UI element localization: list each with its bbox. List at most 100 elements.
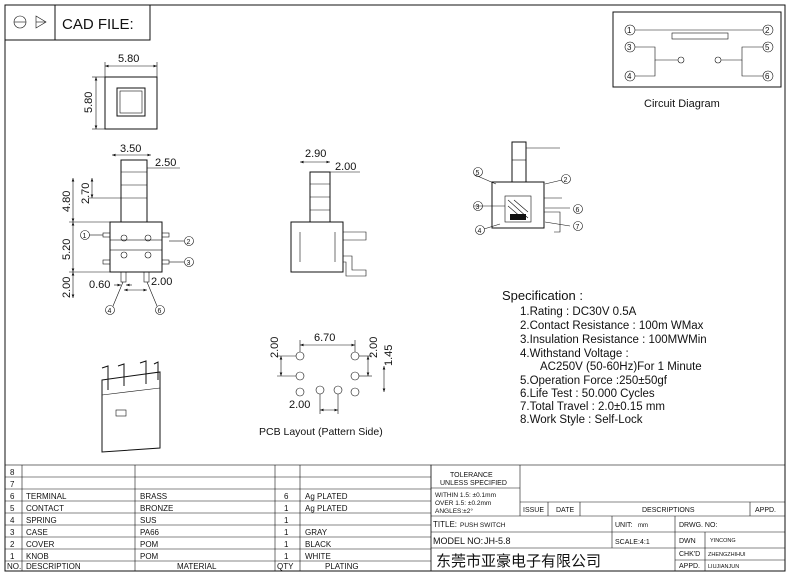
svg-text:POM: POM	[140, 540, 159, 549]
tolerance-line-3: ANGLES:±2°	[435, 507, 473, 515]
dim-pcb-200-left: 2.00	[269, 337, 281, 358]
bom-header-row: NO. DESCRIPTION MATERIAL QTY PLATING	[7, 562, 359, 571]
front-pin-3	[184, 257, 194, 267]
bom-row-2: 2 COVER POM 1 BLACK	[10, 540, 332, 549]
circuit-diagram-title: Circuit Diagram	[644, 98, 720, 110]
svg-text:3: 3	[10, 528, 15, 537]
top-view: 5.80 5.80	[83, 53, 158, 130]
spec-line-9: 8.Work Style : Self-Lock	[520, 414, 643, 426]
svg-text:1: 1	[284, 528, 289, 537]
front-pin-2	[184, 236, 194, 246]
issue-label: ISSUE	[523, 507, 544, 514]
svg-text:BLACK: BLACK	[305, 540, 332, 549]
title-value: PUSH SWITCH	[460, 522, 506, 529]
model-label: MODEL NO:	[433, 536, 483, 546]
svg-text:Ag PLATED: Ag PLATED	[305, 492, 348, 501]
svg-text:2: 2	[10, 540, 15, 549]
bom-table: 8 7 6 TERMINAL BRASS 6 Ag PLATED 5 CONTA…	[4, 464, 432, 572]
title-label: TITLE:	[433, 520, 457, 529]
front-pin-6	[155, 305, 165, 315]
svg-text:PA66: PA66	[140, 528, 160, 537]
specification: Specification : 1.Rating : DC30V 0.5A 2.…	[502, 288, 707, 426]
svg-text:3: 3	[187, 260, 191, 267]
dwn-value: YINCONG	[710, 538, 736, 544]
svg-text:DESCRIPTION: DESCRIPTION	[26, 562, 81, 571]
svg-text:BRASS: BRASS	[140, 492, 167, 501]
section-view: 5 2 3 6 4 7	[473, 141, 583, 235]
appd-header-label: APPD.	[755, 507, 776, 514]
spec-line-5: AC250V (50-60Hz)For 1 Minute	[540, 361, 702, 373]
section-callout-3	[473, 201, 483, 211]
svg-text:7: 7	[576, 224, 580, 231]
svg-text:2: 2	[765, 26, 770, 35]
svg-text:MATERIAL: MATERIAL	[177, 562, 217, 571]
svg-text:1: 1	[627, 26, 632, 35]
spec-line-1: 1.Rating : DC30V 0.5A	[520, 306, 637, 318]
tolerance-title: TOLERANCE	[450, 472, 493, 479]
dim-top-height: 5.80	[83, 92, 95, 113]
section-callout-6	[573, 204, 583, 214]
front-pin-4	[105, 305, 115, 315]
dim-pcb-145: 1.45	[383, 345, 395, 366]
svg-text:5: 5	[10, 504, 15, 513]
dim-front-270: 2.70	[80, 183, 92, 204]
svg-text:6: 6	[284, 492, 289, 501]
drwg-no-label: DRWG. NO:	[679, 522, 717, 529]
pcb-layout: 6.70 2.00 2.00 1.45 2.00 PCB Layout (Pat…	[259, 332, 395, 438]
side-view: 2.90 2.00	[290, 148, 367, 277]
svg-text:1: 1	[284, 516, 289, 525]
svg-text:3: 3	[476, 204, 480, 211]
cad-file-label: CAD FILE:	[62, 16, 134, 33]
section-callout-2	[561, 174, 571, 184]
front-view: 3.50 2.50 4.80 2.70 5.20 2.00 0.60 2.00 …	[61, 143, 194, 315]
svg-text:SUS: SUS	[140, 516, 156, 525]
svg-text:4: 4	[108, 308, 112, 315]
svg-text:PLATING: PLATING	[325, 562, 359, 571]
unit-value: mm	[638, 523, 648, 529]
tolerance-line-1: WITHIN 1.5: ±0.1mm	[435, 492, 496, 499]
chkd-label: CHK'D	[679, 551, 700, 558]
svg-text:NO.: NO.	[7, 562, 21, 571]
svg-text:8: 8	[10, 468, 15, 477]
svg-text:1: 1	[284, 552, 289, 561]
svg-text:4: 4	[478, 228, 482, 235]
dim-front-200-bottom: 2.00	[151, 276, 172, 288]
model-value: JH-5.8	[484, 536, 511, 546]
dim-side-200: 2.00	[335, 161, 356, 173]
circuit-diagram: 1 2 3 5 4 6 Circuit Diagram	[612, 11, 782, 110]
svg-text:SPRING: SPRING	[26, 516, 57, 525]
svg-text:6: 6	[576, 207, 580, 214]
date-label: DATE	[556, 507, 574, 514]
bom-row-5: 5 CONTACT BRONZE 1 Ag PLATED	[10, 504, 348, 513]
dwn-label: DWN	[679, 538, 696, 545]
cad-file-header: CAD FILE:	[4, 4, 151, 41]
svg-text:1: 1	[83, 233, 87, 240]
svg-text:4: 4	[627, 72, 632, 81]
svg-text:6: 6	[158, 308, 162, 315]
svg-text:COVER: COVER	[26, 540, 55, 549]
scale-value: 4:1	[640, 539, 650, 546]
svg-text:GRAY: GRAY	[305, 528, 328, 537]
svg-text:4: 4	[10, 516, 15, 525]
svg-text:2: 2	[187, 239, 191, 246]
dim-pcb-200-right: 2.00	[368, 337, 380, 358]
svg-text:5: 5	[476, 170, 480, 177]
dim-front-200-left: 2.00	[61, 277, 73, 298]
svg-text:3: 3	[627, 43, 632, 52]
sheet-border	[4, 4, 786, 572]
dim-pcb-670: 6.70	[314, 332, 335, 344]
svg-text:CASE: CASE	[26, 528, 48, 537]
svg-text:BRONZE: BRONZE	[140, 504, 173, 513]
tolerance-line-2: OVER 1.5: ±0.2mm	[435, 500, 491, 507]
dim-side-290: 2.90	[305, 148, 326, 160]
dim-front-520: 5.20	[61, 239, 73, 260]
svg-text:Ag PLATED: Ag PLATED	[305, 504, 348, 513]
dim-front-250: 2.50	[155, 157, 176, 169]
svg-text:5: 5	[765, 43, 770, 52]
svg-text:1: 1	[284, 504, 289, 513]
svg-text:1: 1	[284, 540, 289, 549]
section-callout-4	[475, 225, 485, 235]
scale-label: SCALE:	[615, 539, 640, 546]
section-callout-7	[573, 221, 583, 231]
svg-text:WHITE: WHITE	[305, 552, 331, 561]
